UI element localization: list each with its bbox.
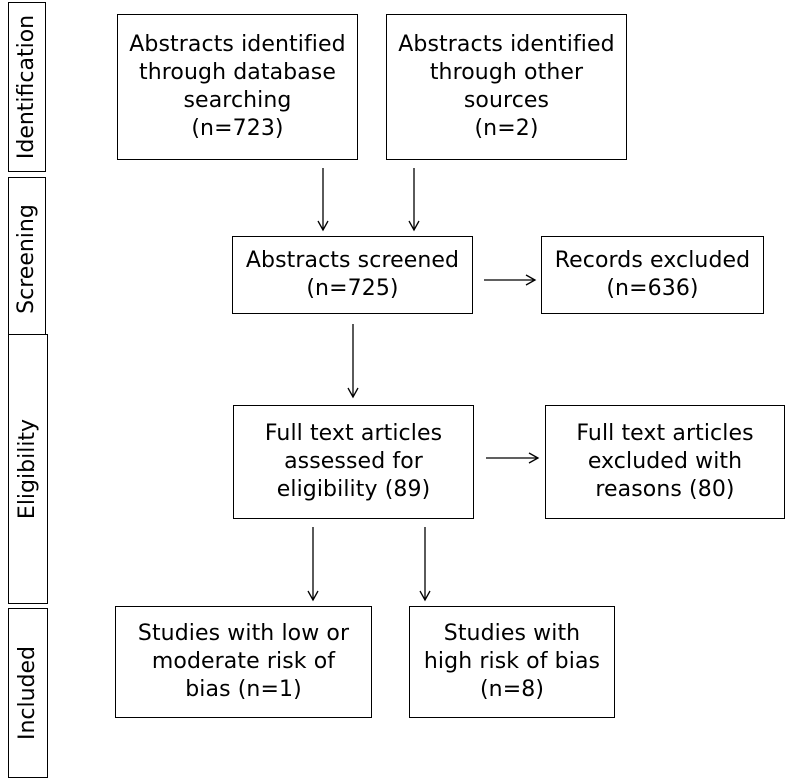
box-fulltext-assessed: Full text articles assessed for eligibil…	[233, 405, 474, 519]
stage-screening: Screening	[8, 177, 46, 341]
box-text: excluded with	[587, 449, 743, 474]
box-text: Full text articles	[576, 421, 754, 446]
box-records-excluded: Records excluded (n=636)	[541, 236, 764, 314]
box-text: sources	[463, 88, 550, 113]
stage-identification: Identification	[8, 2, 46, 172]
box-count: (n=725)	[306, 276, 399, 301]
box-text: searching	[183, 88, 292, 113]
box-text: Records excluded	[554, 248, 751, 273]
box-high-risk: Studies with high risk of bias (n=8)	[409, 606, 615, 718]
box-text: Full text articles	[264, 421, 443, 446]
box-text: Abstracts screened	[245, 248, 460, 273]
box-text: Abstracts identified	[129, 32, 346, 57]
box-abstracts-screened: Abstracts screened (n=725)	[232, 236, 473, 314]
box-count: reasons (80)	[595, 477, 735, 502]
box-count: (n=2)	[474, 116, 539, 141]
stage-eligibility: Eligibility	[8, 334, 48, 604]
box-text: through database	[138, 60, 337, 85]
box-count: (n=8)	[479, 677, 545, 702]
box-other-sources: Abstracts identified through other sourc…	[386, 14, 627, 160]
box-text: Studies with low or	[137, 621, 350, 646]
box-count: (n=636)	[606, 276, 699, 301]
box-text: through other	[429, 60, 584, 85]
box-text: moderate risk of	[151, 649, 336, 674]
box-fulltext-excluded: Full text articles excluded with reasons…	[545, 405, 785, 519]
box-low-risk: Studies with low or moderate risk of bia…	[115, 606, 372, 718]
box-count: bias (n=1)	[185, 677, 302, 702]
box-text: Studies with	[443, 621, 581, 646]
box-text: Abstracts identified	[398, 32, 615, 57]
box-count: eligibility (89)	[276, 477, 431, 502]
box-database-searching: Abstracts identified through database se…	[117, 14, 358, 160]
box-text: high risk of bias	[423, 649, 601, 674]
box-count: (n=723)	[191, 116, 284, 141]
box-text: assessed for	[284, 449, 423, 474]
stage-included: Included	[8, 608, 48, 778]
